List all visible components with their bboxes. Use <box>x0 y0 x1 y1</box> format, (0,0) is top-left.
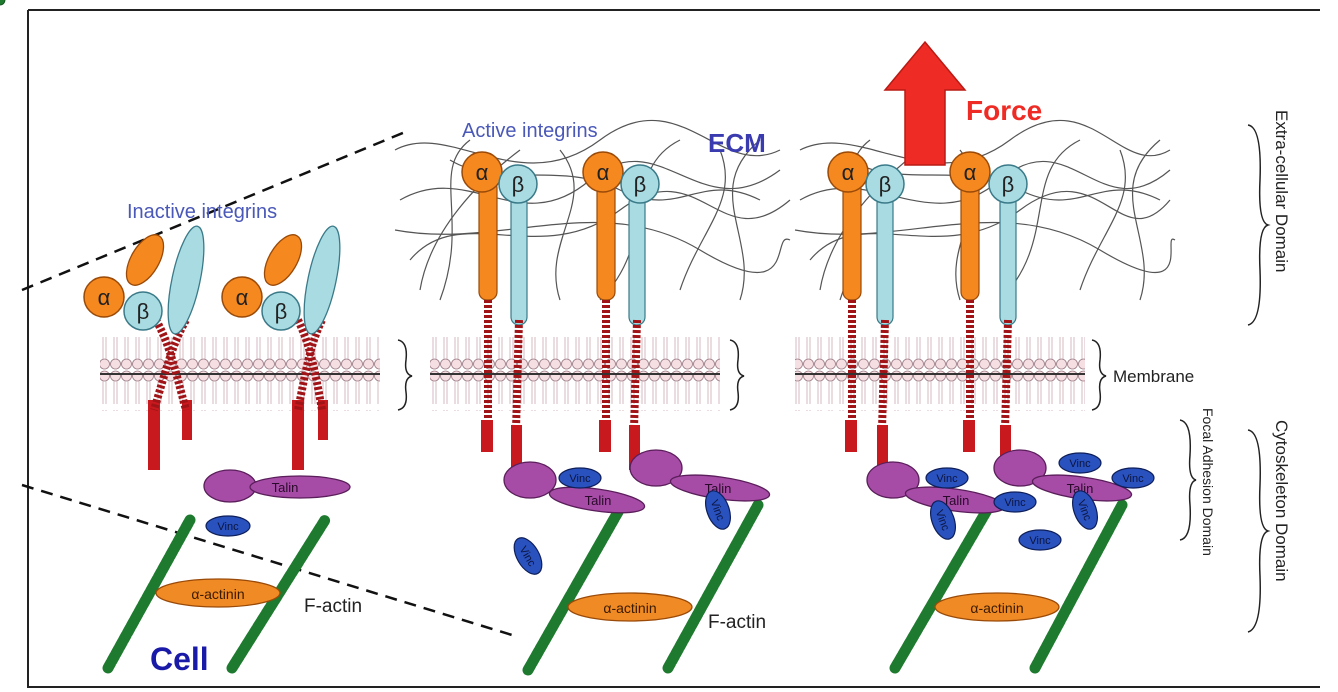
vinculin-group <box>205 452 1155 575</box>
talin-head-1 <box>203 469 257 503</box>
active-integrin-4 <box>949 151 1028 470</box>
talin-head-5 <box>993 449 1047 487</box>
beta-label-4: β <box>634 172 647 197</box>
talin-head-3 <box>629 449 683 487</box>
vinc-3 <box>558 467 602 489</box>
beta-label-1: β <box>137 299 150 324</box>
alpha-actinin-1 <box>155 578 281 608</box>
force-label: Force <box>966 95 1042 126</box>
active-integrins-label: Active integrins <box>462 120 598 142</box>
brace-focal-adhesion <box>1179 419 1197 541</box>
beta-label-6: β <box>1002 172 1015 197</box>
talin-group <box>203 449 1133 514</box>
alpha-label-2: α <box>236 285 249 310</box>
talin-label-5: Talin <box>1067 481 1094 496</box>
force-arrow <box>883 40 967 166</box>
vinc-4 <box>705 490 731 530</box>
talin-label-1: Talin <box>272 480 299 495</box>
vinc-label-5: Vinc <box>936 473 958 485</box>
alpha-label-5: α <box>842 160 855 185</box>
vinc-5 <box>925 467 969 489</box>
brace-middle <box>729 339 745 411</box>
alpha-actinin-label-1: α-actinin <box>191 586 244 602</box>
extracellular-domain-label: Extra-cellular Domain <box>1272 110 1291 273</box>
vinc-10 <box>1111 467 1155 489</box>
talin-head-4 <box>866 461 920 499</box>
cytoskeleton-domain-label: Cytoskeleton Domain <box>1272 420 1291 582</box>
vinc-7 <box>993 491 1037 513</box>
vinc-2 <box>513 537 543 575</box>
focal-adhesion-domain-label: Focal Adhesion Domain <box>1200 408 1216 556</box>
f-actin-label-1: F-actin <box>304 596 362 617</box>
active-integrin-3 <box>827 151 905 470</box>
alpha-actinin-group <box>155 578 1060 622</box>
beta-label-3: β <box>512 172 525 197</box>
talin-label-4: Talin <box>943 493 970 508</box>
beta-label-2: β <box>275 299 288 324</box>
talin-rod-1 <box>249 475 351 499</box>
membrane-label: Membrane <box>1113 367 1194 386</box>
vinc-label-8: Vinc <box>1029 535 1051 547</box>
actin-filaments <box>0 0 6 6</box>
active-integrin-2 <box>582 151 660 470</box>
vinc-label-10: Vinc <box>1122 473 1144 485</box>
vinc-label-1: Vinc <box>217 521 239 533</box>
alpha-label-4: α <box>597 160 610 185</box>
vinc-8 <box>1018 529 1062 551</box>
zoom-line-bottom <box>21 483 513 637</box>
alpha-label-3: α <box>476 160 489 185</box>
talin-head-2 <box>503 461 557 499</box>
vinc-1 <box>205 515 251 537</box>
talin-rod-2 <box>548 486 646 514</box>
f-actin-label-2: F-actin <box>708 612 766 633</box>
actin-strands <box>102 499 1128 676</box>
inactive-integrins-label: Inactive integrins <box>127 201 277 223</box>
alpha-label-1: α <box>98 285 111 310</box>
vinc-label-9: Vinc <box>1069 458 1091 470</box>
talin-label-2: Talin <box>585 493 612 508</box>
brace-left <box>397 339 413 411</box>
vinc-6 <box>930 500 956 540</box>
brace-extracellular <box>1247 124 1271 326</box>
brace-cytoskeleton <box>1247 429 1271 633</box>
alpha-actinin-3 <box>934 592 1060 622</box>
alpha-actinin-label-3: α-actinin <box>970 600 1023 616</box>
brace-membrane <box>1091 339 1107 411</box>
vinc-9 <box>1058 452 1102 474</box>
inactive-integrin-2 <box>221 225 341 470</box>
alpha-actinin-label-2: α-actinin <box>603 600 656 616</box>
beta-label-5: β <box>879 172 892 197</box>
inactive-integrin-1 <box>83 225 205 470</box>
alpha-actinin-2 <box>567 592 693 622</box>
vinc-label-3: Vinc <box>569 473 591 485</box>
alpha-label-6: α <box>964 160 977 185</box>
ecm-label: ECM <box>708 128 766 158</box>
vinc-label-7: Vinc <box>1004 497 1026 509</box>
zoom-line-top <box>21 128 411 292</box>
cell-label: Cell <box>150 641 209 677</box>
vinc-11 <box>1072 490 1098 530</box>
active-integrin-1 <box>461 151 538 470</box>
